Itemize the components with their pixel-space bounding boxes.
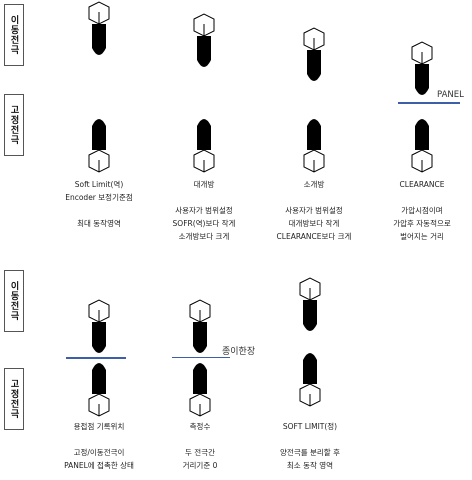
moving-electrode-label-top: 이동전극 xyxy=(4,4,24,66)
caption-soft-limit-reverse: Soft Limit(역)Encoder 보정기준점 최대 동작영역 xyxy=(65,180,133,228)
moving-electrode-2 xyxy=(193,13,215,67)
moving-electrode-6 xyxy=(189,299,211,353)
panel-contact-line xyxy=(66,357,126,359)
fixed-electrode-2 xyxy=(193,119,215,173)
moving-electrode-1 xyxy=(88,1,110,55)
moving-electrode-label-text: 이동전극 xyxy=(8,281,19,321)
moving-electrode-3 xyxy=(303,27,325,81)
fixed-electrode-6 xyxy=(189,363,211,417)
moving-electrode-label-text: 이동전극 xyxy=(8,15,19,55)
fixed-electrode-4 xyxy=(411,119,433,173)
moving-electrode-5 xyxy=(88,299,110,353)
fixed-electrode-label-text: 고정전극 xyxy=(8,105,19,145)
fixed-electrode-label-top: 고정전극 xyxy=(4,94,24,156)
paper-sheet-label: 종이한장 xyxy=(222,347,256,357)
moving-electrode-4 xyxy=(411,41,433,95)
moving-electrode-7 xyxy=(299,277,321,331)
moving-electrode-label-bottom: 이동전극 xyxy=(4,270,24,332)
panel-line xyxy=(398,102,460,104)
fixed-electrode-label-bottom: 고정전극 xyxy=(4,368,24,430)
fixed-electrode-5 xyxy=(88,363,110,417)
fixed-electrode-3 xyxy=(303,119,325,173)
paper-sheet-line xyxy=(172,357,230,358)
fixed-electrode-7 xyxy=(299,353,321,407)
panel-label: PANEL xyxy=(437,90,464,100)
fixed-electrode-label-text: 고정전극 xyxy=(8,379,19,419)
fixed-electrode-1 xyxy=(88,119,110,173)
